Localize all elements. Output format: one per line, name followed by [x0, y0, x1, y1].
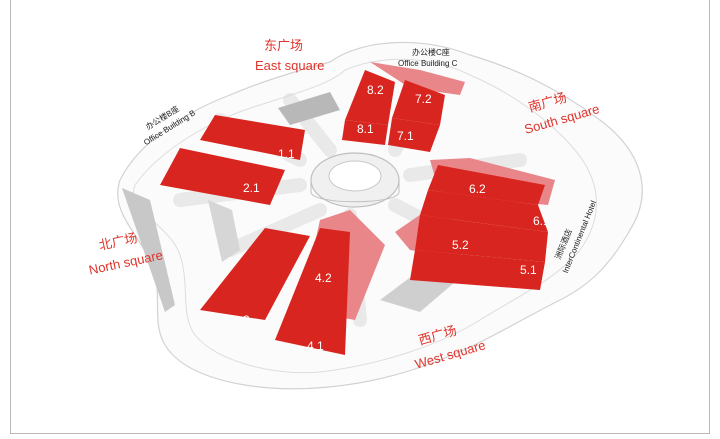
hall-label: 1.1 [278, 147, 295, 161]
hall-label: 7.2 [415, 92, 432, 106]
hall-6-2[interactable] [428, 165, 545, 205]
hall-label: 2.1 [243, 181, 260, 195]
hall-label: 6.2 [469, 182, 486, 196]
hall-5-1[interactable] [410, 250, 545, 290]
hall-2-1[interactable] [160, 148, 285, 205]
wedge-northwest [122, 188, 175, 312]
wedge-east [278, 92, 340, 125]
east-square-en: East square [255, 58, 324, 73]
hall-7-1[interactable] [388, 118, 440, 152]
hall-label: 8.2 [367, 83, 384, 97]
hall-7-2-lower [370, 62, 465, 95]
hall-label: 5.2 [452, 238, 469, 252]
hall-6-1[interactable] [420, 190, 548, 232]
hall-5-2[interactable] [415, 215, 548, 262]
office-c-cn: 办公楼C座 [412, 47, 450, 57]
hall-label: 8.1 [357, 122, 374, 136]
hall-label: 4.1 [307, 339, 324, 353]
hall-label: 3 [243, 313, 250, 327]
hall-8-2[interactable] [345, 70, 395, 125]
hall-1-1[interactable] [200, 115, 305, 160]
hall-3[interactable] [200, 228, 310, 320]
svg-text:北广场: 北广场 [98, 230, 139, 253]
hall-8-1[interactable] [342, 120, 388, 145]
inner-outline [133, 58, 597, 374]
hall-label: 6.1 [533, 214, 550, 228]
hall-7-2[interactable] [392, 80, 445, 125]
office-c-en: Office Building C [398, 59, 458, 68]
hall-label: 7.1 [397, 129, 414, 143]
hall-4-1[interactable] [275, 228, 350, 355]
east-square-cn: 东广场 [264, 38, 303, 53]
hall-label: 4.2 [315, 271, 332, 285]
hall-label: 5.1 [520, 263, 537, 277]
